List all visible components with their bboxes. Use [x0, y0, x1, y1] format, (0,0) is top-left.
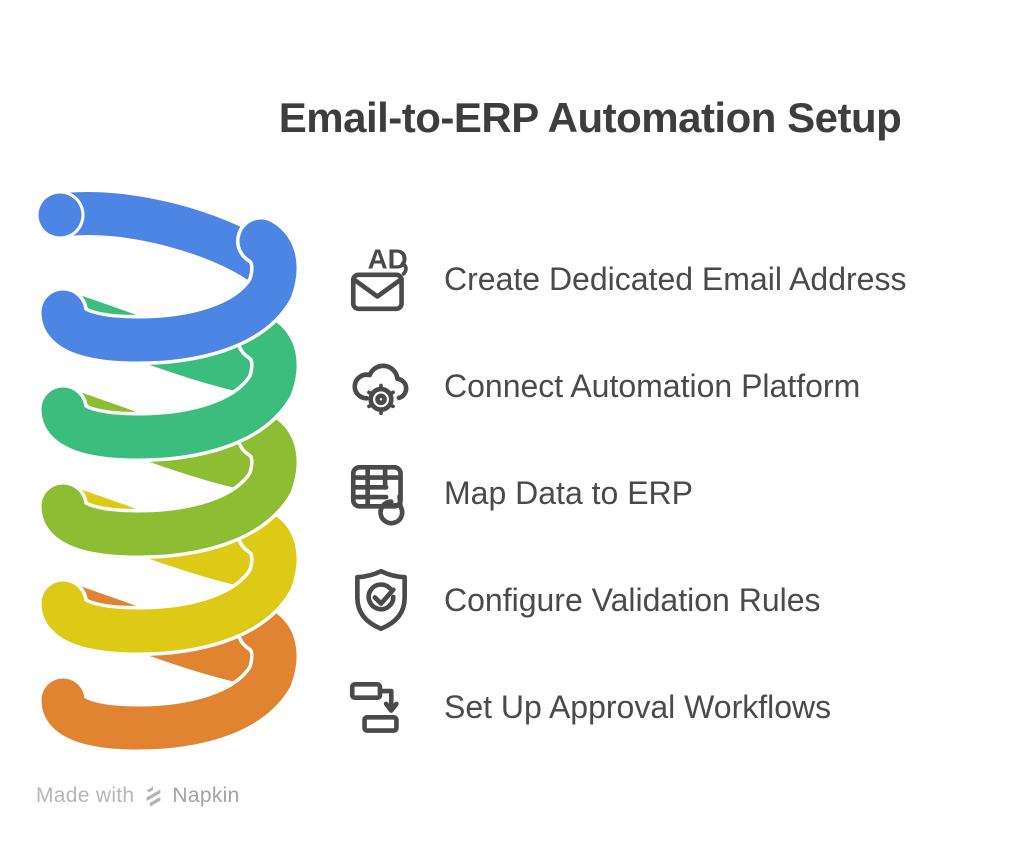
- step-label: Map Data to ERP: [444, 475, 693, 511]
- list-item: AD Create Dedicated Email Address: [342, 226, 906, 333]
- list-item: Set Up Approval Workflows: [342, 654, 906, 761]
- made-with-text: Made with: [36, 784, 135, 807]
- steps-list: AD Create Dedicated Email Address: [342, 226, 906, 761]
- list-item: Map Data to ERP: [342, 440, 906, 547]
- step-label: Create Dedicated Email Address: [444, 261, 907, 297]
- step-label: Connect Automation Platform: [444, 368, 861, 404]
- workflow-icon: [342, 669, 420, 747]
- step-label: Configure Validation Rules: [444, 582, 821, 618]
- napkin-logo-icon: [146, 786, 161, 807]
- brand-text: Napkin: [172, 784, 240, 807]
- step-label: Set Up Approval Workflows: [444, 689, 832, 725]
- table-sync-icon: [342, 455, 420, 533]
- svg-text:AD: AD: [368, 243, 408, 274]
- spiral-graphic: [33, 185, 303, 765]
- cloud-gear-icon: [342, 348, 420, 426]
- shield-check-icon: [342, 562, 420, 640]
- coil-spring-icon: [35, 188, 301, 754]
- list-item: Configure Validation Rules: [342, 547, 906, 654]
- email-ad-icon: AD: [342, 241, 420, 319]
- page-title: Email-to-ERP Automation Setup: [278, 94, 902, 141]
- list-item: Connect Automation Platform: [342, 333, 906, 440]
- made-with-napkin-credit: Made with Napkin: [36, 784, 240, 808]
